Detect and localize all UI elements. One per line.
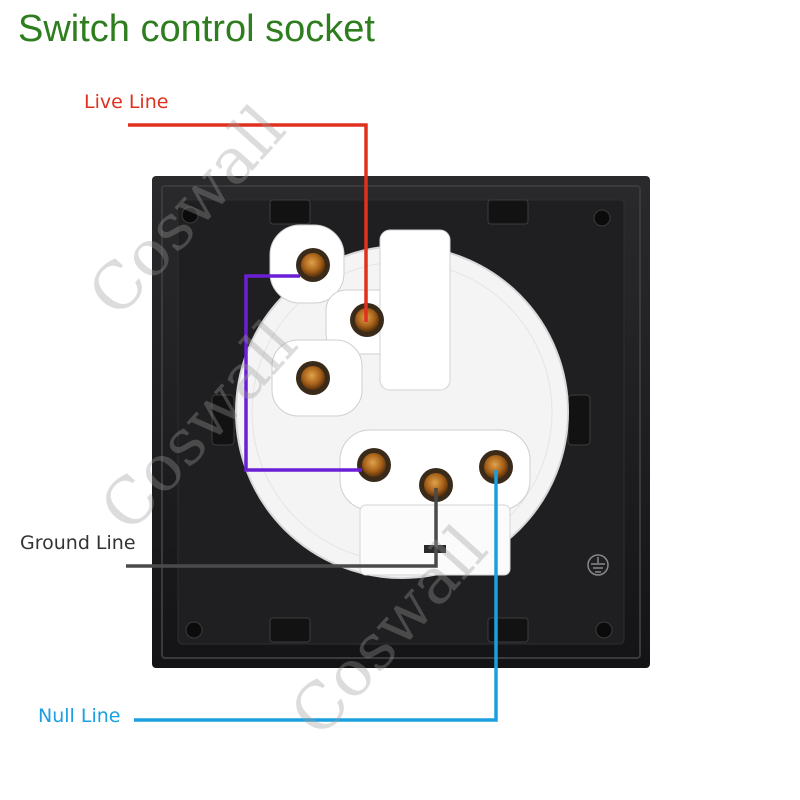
live-wire [128, 123, 368, 322]
ground-wire [126, 488, 438, 568]
live-line-label: Live Line [84, 91, 169, 113]
terminal-screw-jumper-top [296, 248, 330, 282]
mount-hole-bl [185, 621, 203, 639]
clip-left [211, 394, 235, 446]
terminal-screw-null [479, 450, 513, 484]
terminal-screw-middle [296, 361, 330, 395]
socket-insert [235, 224, 609, 579]
clip-top-right [487, 199, 529, 225]
null-wire [134, 470, 498, 722]
mount-hole-br [595, 621, 613, 639]
clip-right [567, 394, 591, 446]
clip-bottom-right [487, 617, 529, 643]
terminal-screw-jumper-bottom [357, 448, 391, 482]
ground-line-label: Ground Line [20, 532, 136, 554]
page-title: Switch control socket [18, 8, 375, 50]
mount-hole-tr [593, 209, 611, 227]
null-line-label: Null Line [38, 705, 121, 727]
ground-symbol-icon [587, 554, 609, 576]
mount-hole-tl [181, 206, 199, 224]
clip-top-left [269, 199, 311, 225]
jumper-wire [244, 274, 362, 472]
terminal-screw-ground [419, 468, 453, 502]
clip-bottom-left [269, 617, 311, 643]
terminal-screws [296, 248, 513, 502]
